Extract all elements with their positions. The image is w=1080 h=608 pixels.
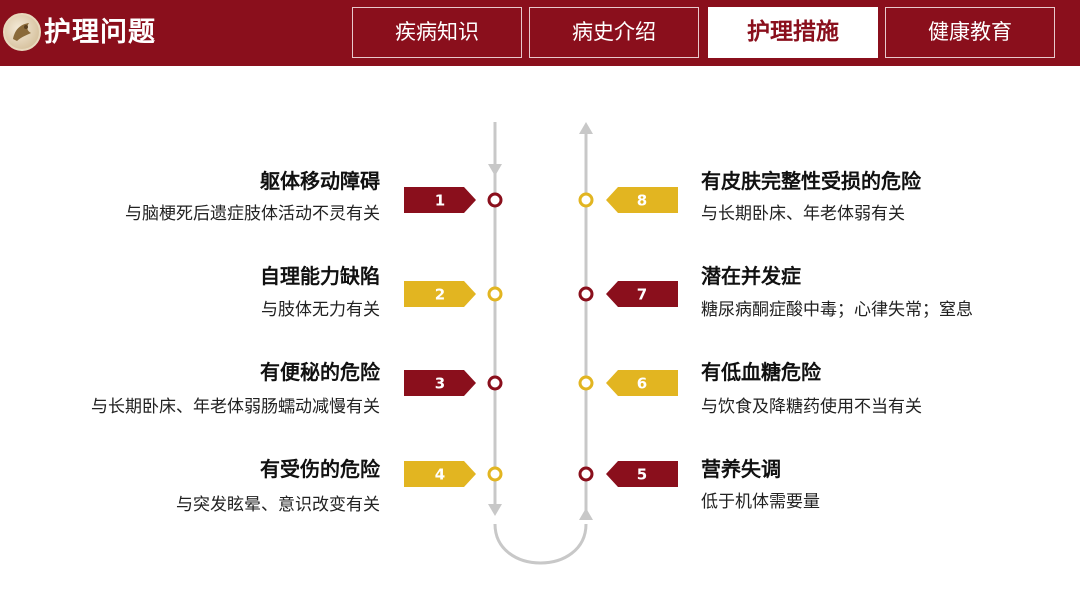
- problem-2-title: 自理能力缺陷: [260, 264, 380, 288]
- tab-health-education[interactable]: 健康教育: [885, 7, 1055, 58]
- problem-3-title: 有便秘的危险: [260, 360, 380, 384]
- problem-1-desc: 与脑梗死后遗症肢体活动不灵有关: [125, 204, 380, 224]
- up-arrow-icon: [579, 508, 593, 520]
- logo-icon: [3, 13, 41, 51]
- svg-text:4: 4: [435, 466, 445, 484]
- problem-7-desc: 糖尿病酮症酸中毒；心律失常；窒息: [701, 300, 973, 320]
- node-dot: [578, 375, 594, 391]
- problem-3-desc: 与长期卧床、年老体弱肠蠕动减慢有关: [91, 397, 380, 417]
- badge-2: 2: [404, 281, 476, 307]
- down-arrow-icon: [488, 164, 502, 176]
- badge-4: 4: [404, 461, 476, 487]
- svg-text:5: 5: [637, 466, 647, 484]
- tab-medical-history[interactable]: 病史介绍: [529, 7, 699, 58]
- problem-4-title: 有受伤的危险: [260, 457, 380, 481]
- node-dot: [487, 375, 503, 391]
- up-arrow-icon: [579, 122, 593, 134]
- node-dot: [487, 466, 503, 482]
- problem-6-desc: 与饮食及降糖药使用不当有关: [701, 397, 922, 417]
- svg-text:3: 3: [435, 375, 445, 393]
- header-bar: 护理问题 疾病知识 病史介绍 护理措施 健康教育: [0, 0, 1080, 66]
- problem-8-title: 有皮肤完整性受损的危险: [701, 169, 921, 193]
- badge-7: 7: [606, 281, 678, 307]
- problem-2-desc: 与肢体无力有关: [261, 300, 380, 320]
- badge-5: 5: [606, 461, 678, 487]
- node-dot: [578, 286, 594, 302]
- problem-6-title: 有低血糖危险: [701, 360, 821, 384]
- nursing-problems-diagram: 1 2 3 4 8 7 6: [0, 66, 1080, 608]
- svg-text:6: 6: [637, 375, 647, 393]
- node-dot: [578, 192, 594, 208]
- svg-text:7: 7: [637, 286, 647, 304]
- flow-lines: 1 2 3 4 8 7 6: [404, 122, 678, 565]
- badge-6: 6: [606, 370, 678, 396]
- node-dot: [578, 466, 594, 482]
- badge-8: 8: [606, 187, 678, 213]
- node-dot: [487, 286, 503, 302]
- badge-3: 3: [404, 370, 476, 396]
- problem-7-title: 潜在并发症: [701, 264, 801, 288]
- tab-nursing-measures[interactable]: 护理措施: [708, 7, 878, 58]
- problem-1-title: 躯体移动障碍: [260, 169, 380, 193]
- problem-5-desc: 低于机体需要量: [701, 492, 820, 512]
- svg-text:8: 8: [637, 192, 647, 210]
- down-arrow-icon: [488, 504, 502, 516]
- problem-5-title: 营养失调: [701, 457, 781, 481]
- svg-text:2: 2: [435, 286, 445, 304]
- page-title: 护理问题: [44, 17, 156, 48]
- problem-4-desc: 与突发眩晕、意识改变有关: [176, 495, 380, 515]
- tab-disease-knowledge[interactable]: 疾病知识: [352, 7, 522, 58]
- svg-text:1: 1: [435, 192, 445, 210]
- problem-8-desc: 与长期卧床、年老体弱有关: [701, 204, 905, 224]
- badge-1: 1: [404, 187, 476, 213]
- u-turn-curve: [493, 523, 588, 565]
- node-dot: [487, 192, 503, 208]
